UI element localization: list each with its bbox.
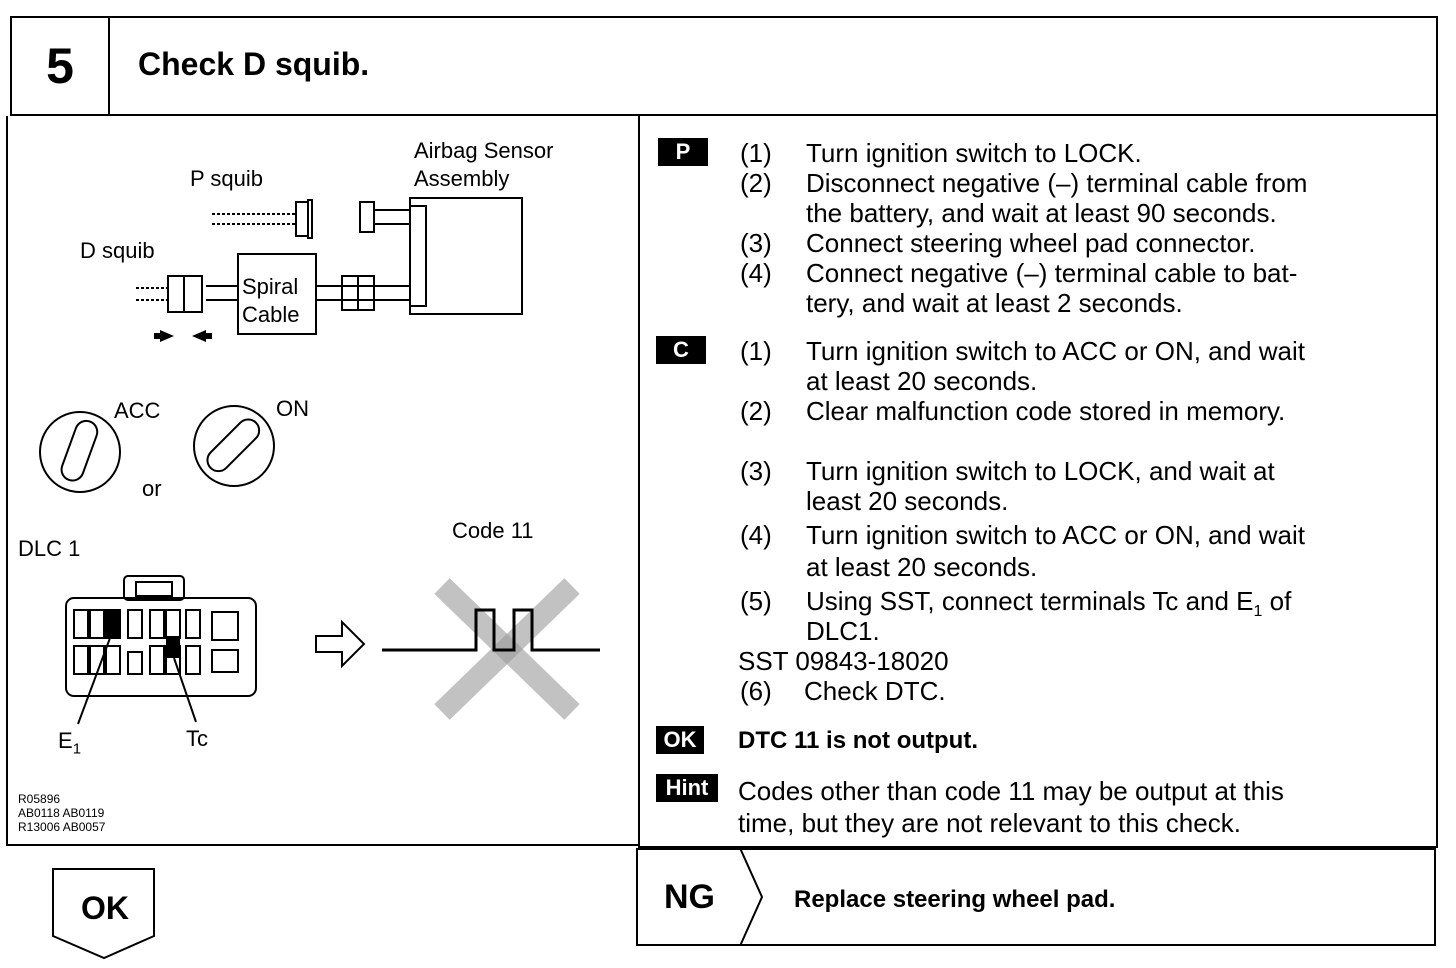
c-step-text: least 20 seconds. — [806, 486, 1009, 516]
p-step-text: Turn ignition switch to LOCK. — [806, 138, 1142, 168]
tc-leader — [173, 657, 197, 723]
reference-code: R13006 AB0057 — [18, 820, 106, 834]
sst-number: SST 09843-18020 — [738, 646, 949, 676]
ok-branch-label: OK — [81, 890, 129, 926]
e1-terminal — [106, 610, 120, 638]
hint-text: Codes other than code 11 may be output a… — [738, 776, 1284, 806]
c-step-text: Turn ignition switch to LOCK, and wait a… — [806, 456, 1275, 486]
airbag-sensor-label-2: Assembly — [414, 166, 510, 191]
p-step-number: (2) — [740, 168, 772, 198]
dlc1-connector — [65, 575, 257, 697]
d-squib-label: D squib — [80, 238, 155, 263]
ok-branch-shape — [52, 868, 155, 960]
e1-label: E1 — [58, 728, 82, 758]
c-step-text: DLC1. — [806, 616, 880, 646]
ng-chevron — [739, 848, 764, 946]
right-arrow-icon — [315, 619, 366, 669]
step-header: 5 Check D squib. — [10, 16, 1438, 116]
code-11-label: Code 11 — [452, 518, 534, 543]
p-step-number: (1) — [740, 138, 772, 168]
c-step-text: at least 20 seconds. — [806, 552, 1038, 582]
p-step-text: tery, and wait at least 2 seconds. — [806, 288, 1183, 318]
spiral-cable-label-2: Cable — [242, 302, 300, 327]
acc-key-switch — [39, 411, 121, 493]
tag-c: C — [656, 336, 706, 364]
ok-result-text: DTC 11 is not output. — [738, 727, 978, 754]
procedure-panel — [638, 116, 1438, 848]
c-step-number: (5) — [740, 586, 772, 616]
hint-text: time, but they are not relevant to this … — [738, 808, 1241, 838]
or-label: or — [142, 476, 162, 501]
ng-branch-label: NG — [664, 878, 715, 916]
reference-code: AB0118 AB0119 — [18, 806, 105, 820]
d-squib-connector — [136, 275, 203, 313]
spiral-cable-label-1: Spiral — [242, 274, 299, 299]
airbag-sensor-box — [359, 197, 523, 315]
c-step-text: at least 20 seconds. — [806, 366, 1038, 396]
airbag-sensor-label-1: Airbag Sensor — [414, 138, 554, 163]
c-step-number: (1) — [740, 336, 772, 366]
tag-p: P — [658, 138, 708, 166]
tag-ok: OK — [656, 726, 704, 754]
acc-label: ACC — [114, 398, 161, 423]
p-step-text: Disconnect negative (–) terminal cable f… — [806, 168, 1308, 198]
ng-branch-box — [636, 848, 1436, 946]
c-step-text: Check DTC. — [804, 676, 946, 706]
reference-code: R05896 — [18, 792, 61, 806]
p-step-text: Connect steering wheel pad connector. — [806, 228, 1256, 258]
wiring-diagram — [39, 197, 600, 725]
code-11-waveform — [382, 608, 600, 652]
c-step-number: (2) — [740, 396, 772, 426]
ng-action-text: Replace steering wheel pad. — [794, 886, 1116, 913]
tc-label: Tc — [186, 726, 208, 751]
c-step-number: (4) — [740, 520, 772, 550]
c-step-number: (6) — [740, 676, 772, 706]
p-squib-label: P squib — [190, 166, 263, 191]
p-squib-connector — [212, 199, 313, 239]
c-step-text: Clear malfunction code stored in memory. — [806, 396, 1286, 426]
tag-hint: Hint — [656, 774, 718, 802]
on-key-switch — [193, 405, 275, 487]
p-step-number: (4) — [740, 258, 772, 288]
c-step-number: (3) — [740, 456, 772, 486]
dlc1-label: DLC 1 — [18, 536, 81, 561]
on-label: ON — [276, 396, 309, 421]
p-step-text: Connect negative (–) terminal cable to b… — [806, 258, 1298, 288]
spiral-cable-box — [206, 253, 410, 335]
c-step-text: Turn ignition switch to ACC or ON, and w… — [806, 336, 1306, 366]
p-step-text: the battery, and wait at least 90 second… — [806, 198, 1277, 228]
step-number: 5 — [12, 18, 110, 114]
tc-terminal — [166, 636, 180, 658]
disconnect-arrows — [154, 330, 212, 342]
p-step-number: (3) — [740, 228, 772, 258]
step-title: Check D squib. — [138, 46, 370, 82]
c-step-text: Turn ignition switch to ACC or ON, and w… — [806, 520, 1306, 550]
c-step-text: Using SST, connect terminals Tc and E1 o… — [806, 586, 1292, 621]
e1-leader — [77, 637, 111, 725]
